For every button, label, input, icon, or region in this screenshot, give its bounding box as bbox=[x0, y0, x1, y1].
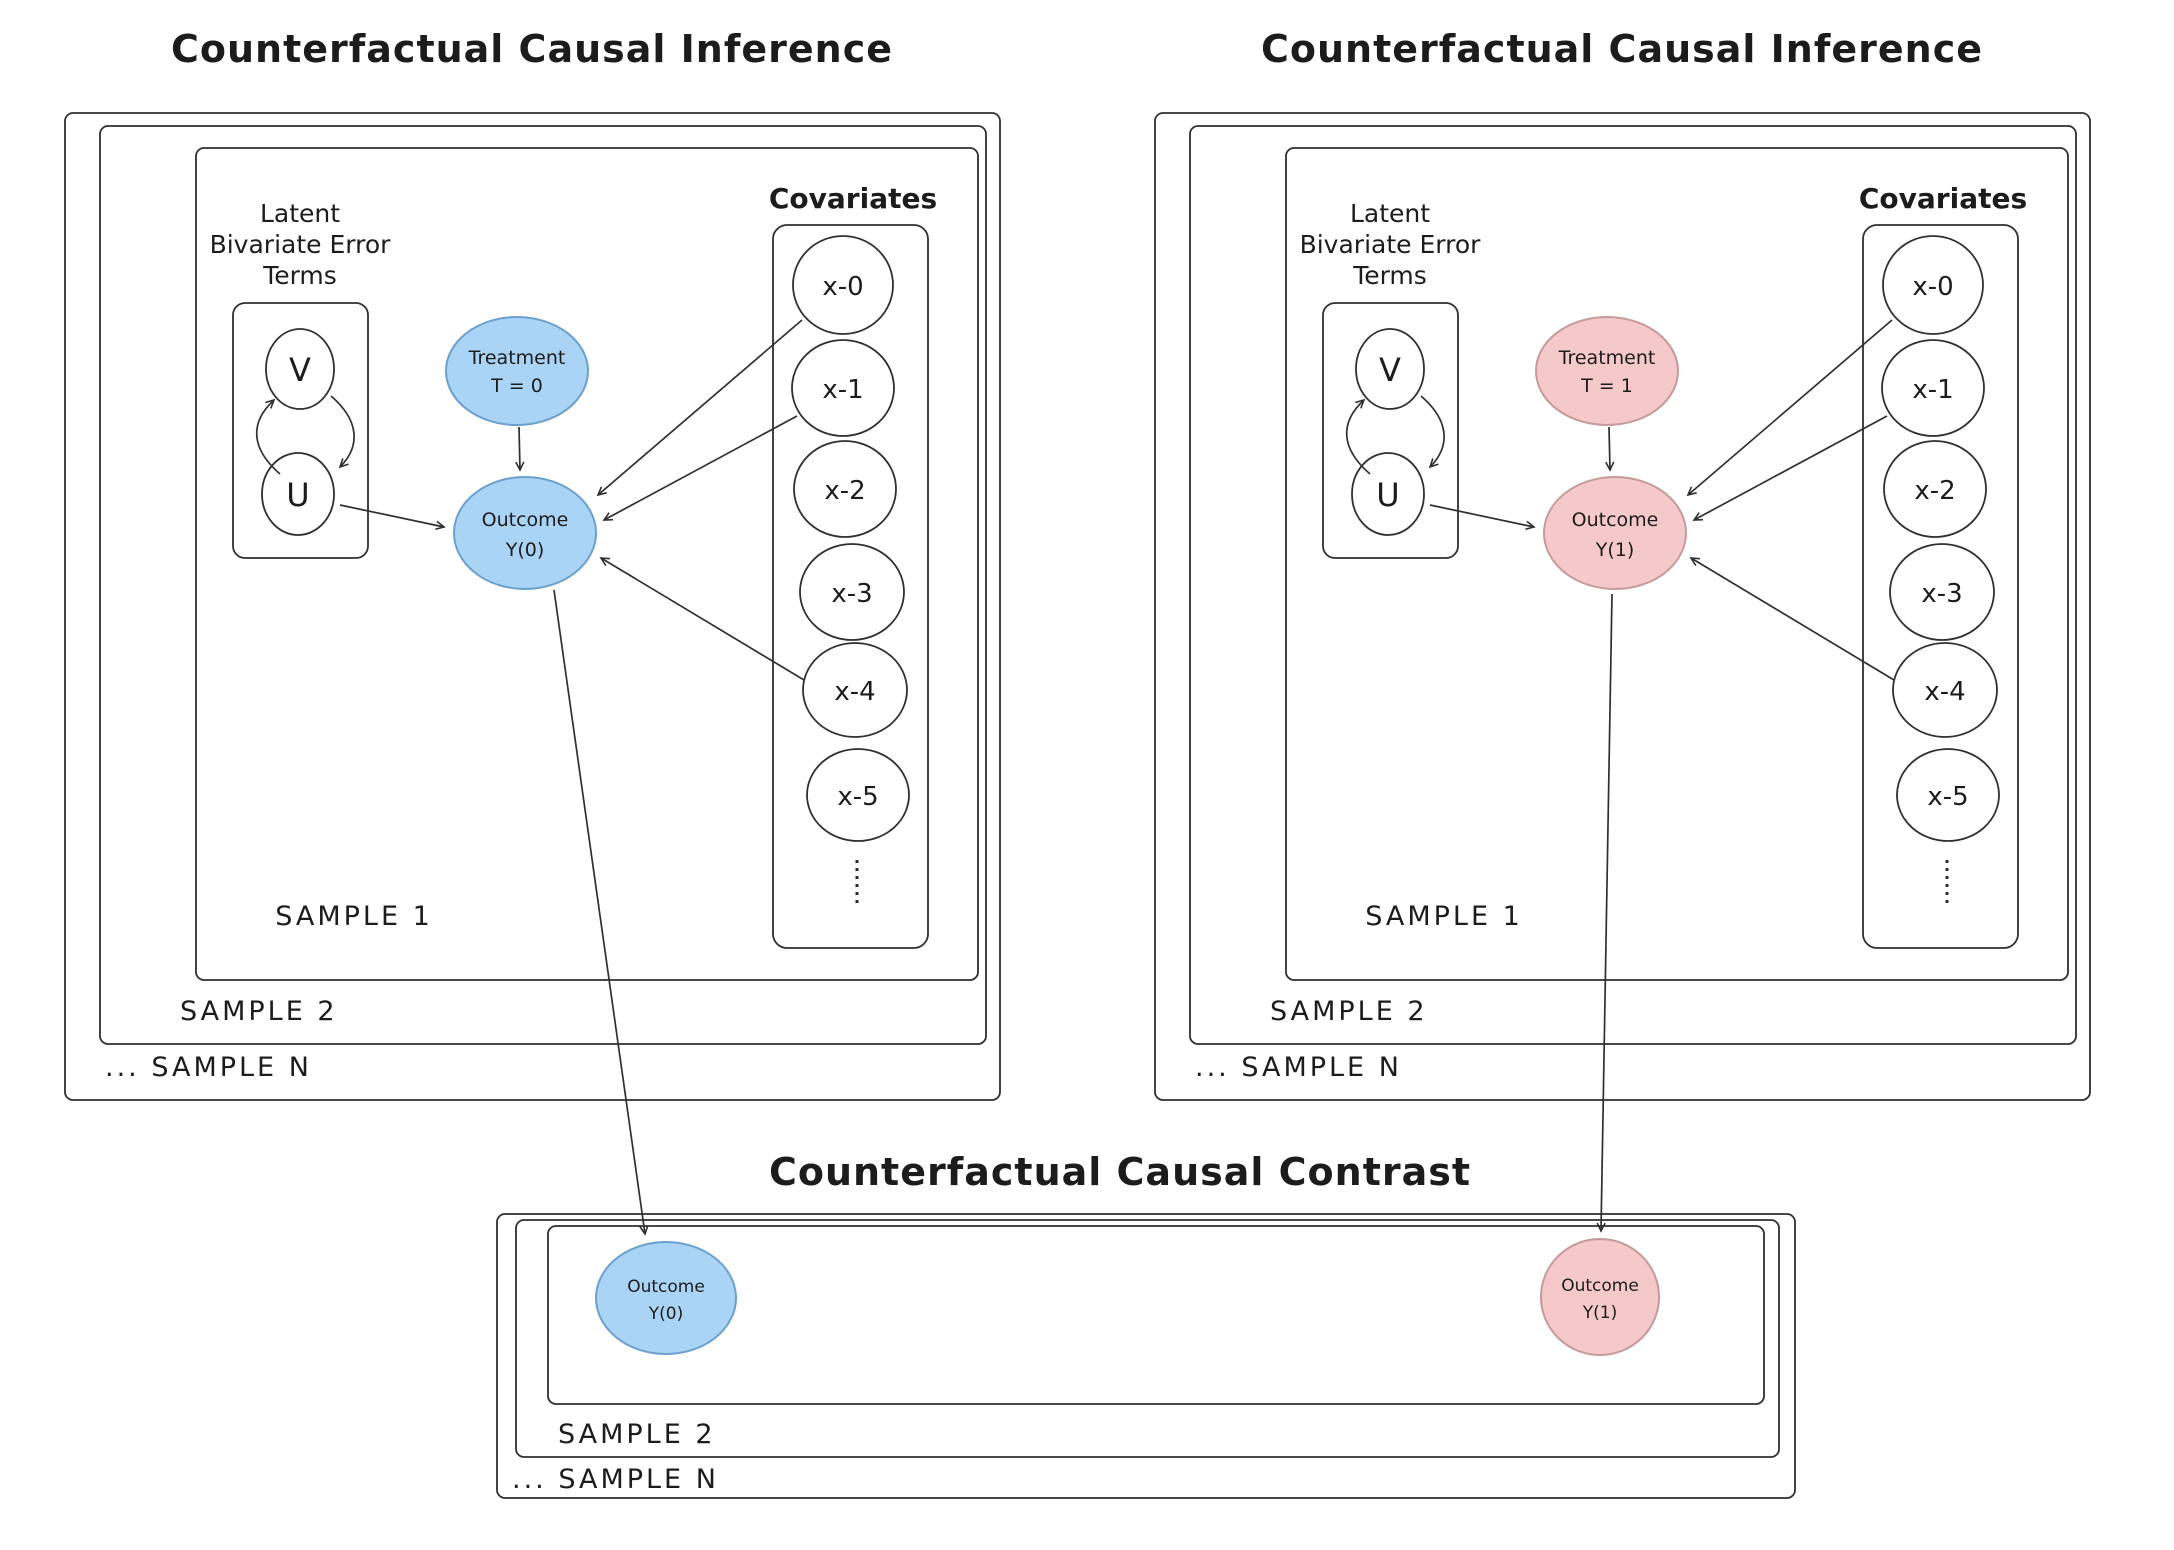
arrow-x0-to-outcome bbox=[596, 319, 803, 497]
arrow-x4-to-outcome bbox=[1689, 557, 1895, 681]
right-panel-title: Counterfactual Causal Inference bbox=[1261, 27, 1983, 71]
node-v bbox=[1355, 328, 1425, 410]
sample-2-box bbox=[1189, 125, 2077, 1045]
covariate-x2-label: x-2 bbox=[1914, 476, 1955, 506]
latent-label-line2: Bivariate Error bbox=[1300, 230, 1482, 259]
sample-1-label: SAMPLE 1 bbox=[275, 901, 433, 932]
sample-2-box bbox=[99, 125, 987, 1045]
arrow-x1-to-outcome bbox=[602, 415, 798, 521]
treatment-node bbox=[1535, 316, 1679, 426]
covariates-box bbox=[1862, 224, 2019, 949]
covariate-x4-label: x-4 bbox=[1924, 677, 1965, 707]
arrow-treatment-to-outcome bbox=[1605, 426, 1615, 472]
contrast-outcome-y0-line2: Y(0) bbox=[648, 1304, 683, 1324]
treatment-label-line1: Treatment bbox=[468, 347, 566, 369]
latent-label-line1: Latent bbox=[260, 199, 340, 228]
contrast-title: Counterfactual Causal Contrast bbox=[769, 1150, 1471, 1194]
covariate-x2 bbox=[793, 440, 897, 538]
sample-1-box bbox=[195, 147, 979, 981]
covariate-x2-label: x-2 bbox=[824, 476, 865, 506]
covariate-x1 bbox=[1881, 339, 1985, 437]
covariate-x3 bbox=[1889, 543, 1995, 641]
outcome-label-line2: Y(0) bbox=[505, 539, 545, 561]
treatment-label-line2: T = 1 bbox=[1580, 375, 1633, 397]
covariate-x5-label: x-5 bbox=[837, 782, 878, 812]
covariate-x3-label: x-3 bbox=[1921, 579, 1962, 609]
contrast-outcome-y1 bbox=[1540, 1238, 1660, 1356]
sample-2-label: SAMPLE 2 bbox=[1270, 996, 1428, 1027]
covariates-title: Covariates bbox=[769, 182, 937, 215]
covariate-x0-label: x-0 bbox=[822, 272, 863, 302]
node-v-label: V bbox=[1379, 351, 1401, 389]
contrast-sample-1-box bbox=[547, 1225, 1765, 1405]
arrow-x1-to-outcome bbox=[1692, 415, 1888, 521]
node-u-label: U bbox=[286, 476, 309, 514]
covariates-box bbox=[772, 224, 929, 949]
arrow-x4-to-outcome bbox=[599, 557, 805, 681]
sample-2-label: SAMPLE 2 bbox=[180, 996, 338, 1027]
covariate-x4 bbox=[802, 642, 908, 738]
sample-n-label: ... SAMPLE N bbox=[105, 1052, 312, 1083]
arrow-u-to-v bbox=[255, 398, 281, 475]
contrast-section: Outcome Y(0) Outcome Y(1) SAMPLE 2 ... S… bbox=[496, 1213, 1796, 1499]
sample-n-box bbox=[64, 112, 1001, 1101]
contrast-outcome-y1-line1: Outcome bbox=[1561, 1276, 1639, 1296]
outcome-node bbox=[453, 476, 597, 590]
outcome-label-line1: Outcome bbox=[1572, 509, 1659, 531]
contrast-outcome-y0 bbox=[595, 1241, 737, 1355]
covariate-x3-label: x-3 bbox=[831, 579, 872, 609]
arrow-u-to-outcome bbox=[1429, 504, 1536, 531]
node-v bbox=[265, 328, 335, 410]
arrow-v-to-u bbox=[330, 395, 355, 469]
latent-terms-box bbox=[1322, 302, 1459, 559]
arrow-x0-to-outcome bbox=[1686, 319, 1893, 497]
left-panel-title: Counterfactual Causal Inference bbox=[171, 27, 893, 71]
outcome-label-line2: Y(1) bbox=[1595, 539, 1635, 561]
contrast-outcome-y0-line1: Outcome bbox=[627, 1277, 705, 1297]
right-panel: SAMPLE 1 SAMPLE 2 ... SAMPLE N Latent Bi… bbox=[1154, 112, 2091, 1101]
latent-label-line1: Latent bbox=[1350, 199, 1430, 228]
covariate-x5 bbox=[806, 748, 910, 842]
outcome-node bbox=[1543, 476, 1687, 590]
contrast-sample-2-label: SAMPLE 2 bbox=[558, 1419, 716, 1450]
latent-label-line2: Bivariate Error bbox=[210, 230, 392, 259]
arrow-u-to-v bbox=[1345, 398, 1371, 475]
sample-n-box bbox=[1154, 112, 2091, 1101]
covariate-x2 bbox=[1883, 440, 1987, 538]
covariates-title: Covariates bbox=[1859, 182, 2027, 215]
outcome-label-line1: Outcome bbox=[482, 509, 569, 531]
covariate-x0-label: x-0 bbox=[1912, 272, 1953, 302]
treatment-label-line2: T = 0 bbox=[490, 375, 543, 397]
covariate-x4 bbox=[1892, 642, 1998, 738]
node-u-label: U bbox=[1376, 476, 1399, 514]
latent-terms-box bbox=[232, 302, 369, 559]
sample-1-box bbox=[1285, 147, 2069, 981]
covariate-x1-label: x-1 bbox=[1912, 375, 1953, 405]
covariate-x5-label: x-5 bbox=[1927, 782, 1968, 812]
contrast-outcome-y1-line2: Y(1) bbox=[1582, 1303, 1617, 1323]
node-v-label: V bbox=[289, 351, 311, 389]
covariate-x0 bbox=[1882, 235, 1984, 335]
sample-1-label: SAMPLE 1 bbox=[1365, 901, 1523, 932]
arrow-outcome-y0-to-contrast bbox=[553, 589, 649, 1236]
covariate-x1 bbox=[791, 339, 895, 437]
covariate-x1-label: x-1 bbox=[822, 375, 863, 405]
contrast-sample-n-box bbox=[496, 1213, 1796, 1499]
covariate-x4-label: x-4 bbox=[834, 677, 875, 707]
treatment-label-line1: Treatment bbox=[1558, 347, 1656, 369]
covariate-x0 bbox=[792, 235, 894, 335]
covariate-x3 bbox=[799, 543, 905, 641]
arrow-u-to-outcome bbox=[339, 504, 446, 531]
treatment-node bbox=[445, 316, 589, 426]
latent-label-line3: Terms bbox=[262, 261, 337, 290]
contrast-sample-2-box bbox=[515, 1219, 1780, 1458]
sample-n-label: ... SAMPLE N bbox=[1195, 1052, 1402, 1083]
left-panel: SAMPLE 1 SAMPLE 2 ... SAMPLE N Latent Bi… bbox=[64, 112, 1001, 1101]
arrow-treatment-to-outcome bbox=[515, 426, 525, 472]
contrast-sample-n-label: ... SAMPLE N bbox=[512, 1464, 719, 1495]
latent-label-line3: Terms bbox=[1352, 261, 1427, 290]
arrow-v-to-u bbox=[1420, 395, 1445, 469]
covariate-x5 bbox=[1896, 748, 2000, 842]
arrow-outcome-y1-to-contrast bbox=[1596, 593, 1613, 1233]
